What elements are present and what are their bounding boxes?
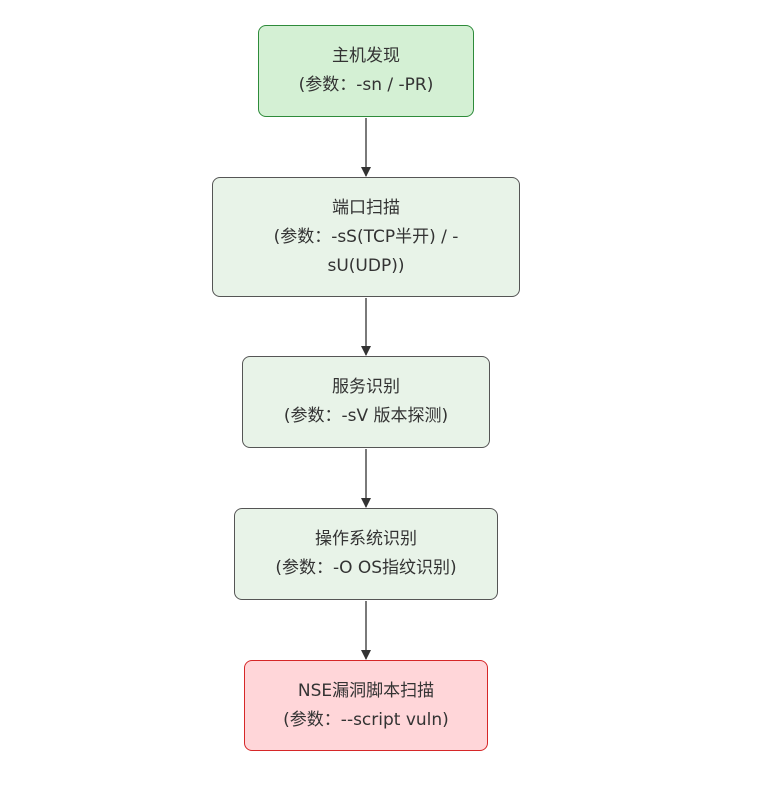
- node-service-detection-params: (参数：-sV 版本探测): [283, 406, 449, 426]
- node-service-detection-title: 服务识别: [332, 377, 400, 397]
- node-port-scan-params-line2: sU(UDP)): [327, 255, 405, 276]
- node-os-detection-params: (参数：-O OS指纹识别): [275, 558, 457, 578]
- node-nse-vuln-scan-params: (参数：--script vuln): [283, 709, 449, 730]
- node-nse-vuln-scan: NSE漏洞脚本扫描 (参数：--script vuln): [244, 660, 488, 751]
- node-service-detection: 服务识别 (参数：-sV 版本探测): [242, 356, 490, 448]
- node-host-discovery: 主机发现 (参数：-sn / -PR): [258, 25, 474, 117]
- node-nse-vuln-scan-title: NSE漏洞脚本扫描: [297, 680, 435, 701]
- node-os-detection: 操作系统识别 (参数：-O OS指纹识别): [234, 508, 498, 600]
- node-port-scan: 端口扫描 (参数：-sS(TCP半开) / - sU(UDP)): [212, 177, 520, 297]
- node-port-scan-params-line1: (参数：-sS(TCP半开) / -: [273, 226, 459, 247]
- node-host-discovery-title: 主机发现: [332, 46, 400, 66]
- node-os-detection-title: 操作系统识别: [315, 529, 417, 549]
- node-host-discovery-params: (参数：-sn / -PR): [298, 75, 434, 95]
- node-port-scan-title: 端口扫描: [332, 197, 400, 218]
